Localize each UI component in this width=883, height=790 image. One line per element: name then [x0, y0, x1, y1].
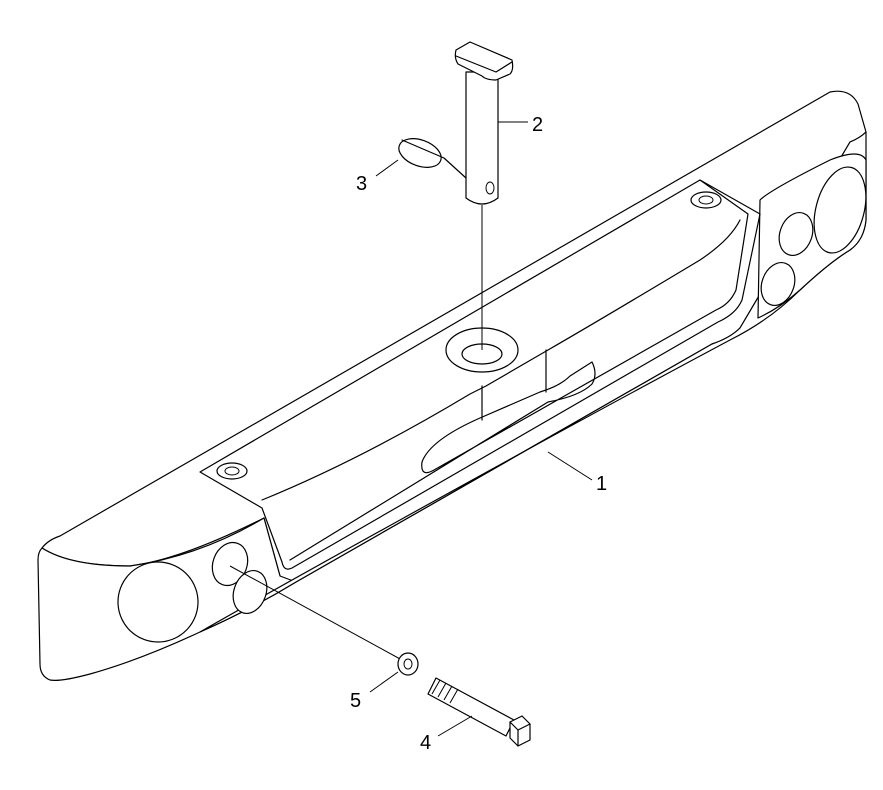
- bar-small-hole-left-inner: [224, 466, 240, 476]
- callout-4: 4: [420, 715, 473, 754]
- part-1-bar: [37, 90, 867, 681]
- callout-5-leader: [369, 671, 399, 693]
- bar-small-hole-right: [690, 191, 722, 209]
- callout-1-leader: [547, 451, 593, 481]
- pin-cross-hole: [485, 181, 495, 195]
- part-4-bolt: [427, 677, 531, 747]
- part-2-pin: [454, 41, 514, 350]
- callout-2: 2: [498, 114, 543, 136]
- pin-head-edge: [455, 55, 513, 73]
- callout-4-label: 4: [420, 732, 431, 754]
- bar-small-hole-left: [216, 462, 248, 480]
- callout-3: 3: [356, 159, 399, 195]
- washer-center-line: [229, 565, 403, 661]
- clip-leg: [401, 139, 467, 179]
- bar-top-channel-inner: [261, 179, 749, 561]
- washer-outer: [397, 652, 419, 676]
- callout-1: 1: [547, 451, 607, 495]
- part-5-washer: [229, 565, 419, 676]
- pin-shaft: [465, 71, 499, 205]
- callout-5-label: 5: [350, 690, 361, 712]
- bar-center-web: [481, 349, 547, 421]
- bar-right-lower-hole: [760, 262, 796, 306]
- bar-small-hole-right-inner: [698, 195, 714, 205]
- callout-2-label: 2: [532, 114, 543, 136]
- part-3-clip: [398, 138, 467, 179]
- pin-head: [454, 41, 514, 81]
- callout-1-label: 1: [596, 473, 607, 495]
- bolt-shank: [427, 677, 515, 737]
- washer-inner: [403, 658, 413, 670]
- bar-right-large-hole: [813, 166, 867, 254]
- bolt-head-edge: [509, 721, 531, 747]
- callout-4-leader: [437, 715, 473, 737]
- bar-left-large-hole: [117, 561, 199, 643]
- bar-left-upper-hole: [211, 541, 249, 587]
- callout-3-leader: [375, 159, 399, 177]
- bolt-head: [509, 715, 531, 747]
- clip-ring: [398, 138, 442, 168]
- callout-3-label: 3: [356, 173, 367, 195]
- bolt-thread: [431, 679, 459, 704]
- callout-5: 5: [350, 671, 399, 712]
- bar-right-upper-hole: [778, 212, 814, 256]
- bar-top-channel-outer: [199, 179, 761, 570]
